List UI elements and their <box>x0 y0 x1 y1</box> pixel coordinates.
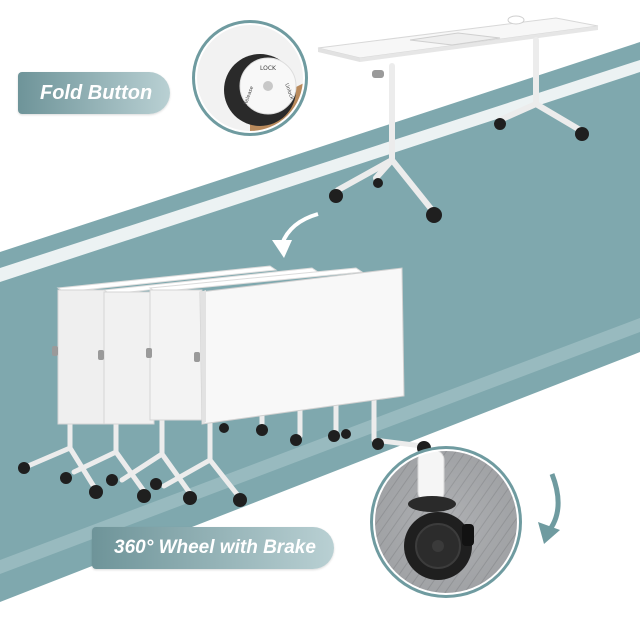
fold-button-closeup: LOCK Unlock Release <box>192 20 308 136</box>
wheel-closeup <box>370 446 522 598</box>
unfolded-table <box>317 15 599 223</box>
knob-unlock-text: Unlock <box>283 83 294 101</box>
fold-arrow-icon <box>272 212 319 258</box>
knob-lock-text: LOCK <box>260 65 277 72</box>
fold-button-label: Fold Button <box>18 72 171 114</box>
wheel-arrow-icon <box>538 473 561 544</box>
wheel-brake-label: 360° Wheel with Brake <box>92 527 334 569</box>
folded-tables <box>18 265 431 507</box>
